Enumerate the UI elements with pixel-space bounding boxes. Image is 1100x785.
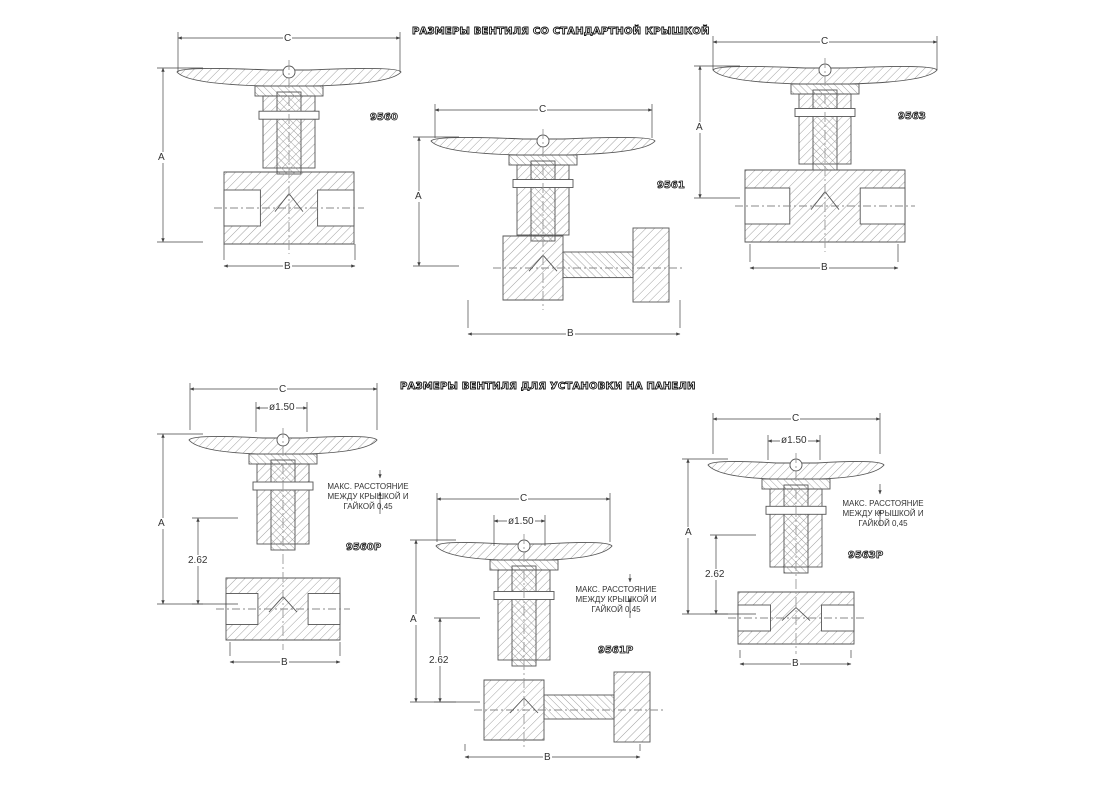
dim-b-top-center: B [566, 328, 575, 339]
dim-c-top-left: C [283, 33, 293, 44]
valve-9560P [188, 428, 378, 650]
outlet-tube [562, 251, 634, 279]
dim-a-bottom-left: A [157, 518, 166, 529]
compression-nut [613, 671, 651, 743]
model-label-top-right: 9563 [898, 111, 927, 123]
model-label-bottom-right: 9563P [848, 550, 884, 562]
dim-height-bottom-left: 2.62 [187, 555, 209, 566]
note-bottom-right: МАКС. РАССТОЯНИЕ МЕЖДУ КРЫШКОЙ И ГАЙКОЙ … [842, 499, 924, 528]
dim-height-bottom-right: 2.62 [704, 569, 726, 580]
dim-c-bottom-right: C [791, 413, 801, 424]
valve-9561P [435, 534, 664, 750]
dim-diameter-bottom-center: ø1.50 [507, 516, 535, 527]
dim-c-bottom-center: C [519, 493, 529, 504]
valve-9560 [176, 60, 402, 254]
dim-a-top-center: A [414, 191, 423, 202]
dim-a-top-left: A [157, 152, 166, 163]
dim-diameter-bottom-left: ø1.50 [268, 402, 296, 413]
dim-c-bottom-left: C [278, 384, 288, 395]
note-bottom-left: МАКС. РАССТОЯНИЕ МЕЖДУ КРЫШКОЙ И ГАЙКОЙ … [327, 482, 409, 511]
valve-9563 [712, 58, 938, 252]
dim-a-bottom-right: A [684, 527, 693, 538]
valve-9561 [430, 129, 683, 310]
model-label-bottom-left: 9560P [346, 542, 382, 554]
dim-b-bottom-left: B [280, 657, 289, 668]
dim-b-top-left: B [283, 261, 292, 272]
dim-c-top-right: C [820, 36, 830, 47]
compression-nut [632, 227, 670, 303]
dim-b-top-right: B [820, 262, 829, 273]
seat [781, 606, 811, 621]
model-label-top-left: 9560 [370, 112, 399, 124]
note-bottom-center: МАКС. РАССТОЯНИЕ МЕЖДУ КРЫШКОЙ И ГАЙКОЙ … [575, 585, 657, 614]
title-panel-mount: РАЗМЕРЫ ВЕНТИЛЯ ДЛЯ УСТАНОВКИ НА ПАНЕЛИ [400, 381, 696, 393]
outlet-tube [543, 694, 615, 720]
title-standard-bonnet: РАЗМЕРЫ ВЕНТИЛЯ СО СТАНДАРТНОЙ КРЫШКОЙ [412, 26, 710, 38]
dim-b-bottom-right: B [791, 658, 800, 669]
dim-diameter-bottom-right: ø1.50 [780, 435, 808, 446]
valve-9563P [707, 453, 885, 654]
model-label-bottom-center: 9561P [598, 645, 634, 657]
dim-c-top-center: C [538, 104, 548, 115]
dim-a-bottom-center: A [409, 614, 418, 625]
dim-a-top-right: A [695, 122, 704, 133]
model-label-top-center: 9561 [657, 180, 686, 192]
dim-height-bottom-center: 2.62 [428, 655, 450, 666]
dim-b-bottom-center: B [543, 752, 552, 763]
